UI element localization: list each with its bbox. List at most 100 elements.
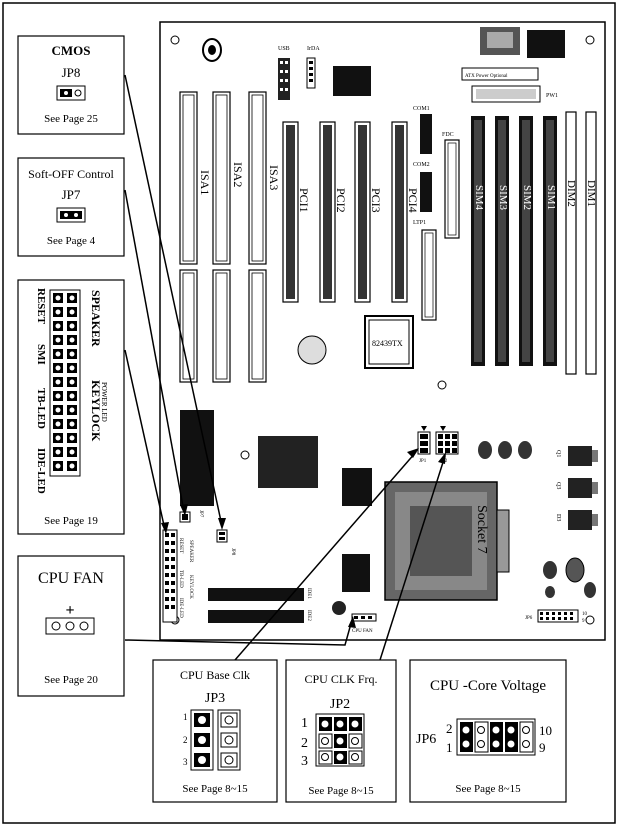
jp3-jumper-icon [190,709,241,771]
irda-header: IrDA [306,46,320,89]
cmos-callout: CMOS JP8 See Page 25 [17,35,125,135]
cpu-fan-board-label: CPU FAN [352,629,373,634]
jp6-num-9: 9 [582,619,585,624]
isa2-label: ISA2 [231,162,245,187]
panel-smi: SMI [35,344,47,365]
cpufan-title: CPU FAN [38,570,104,587]
jp6-board-label: JP6 [525,616,533,621]
jp1-jp2-jumpers: JP1 JP2 [417,426,459,464]
isa3-label: ISA3 [267,165,281,190]
mini-reset: RESET [178,538,183,553]
cmos-title: CMOS [52,43,91,58]
cpuclk-page: See Page 8~15 [182,783,248,795]
voltage-pin-1: 1 [446,740,453,755]
sim3-label: SIM3 [497,185,509,211]
ltp1-label: LTP1 [413,220,426,226]
jp6-board: JP6 10 9 [525,609,588,624]
cpuclk-pin-2: 2 [183,735,188,745]
pci-slots: PCI1 PCI2 PCI3 PCI4 [282,121,420,303]
pw-label: PW1 [546,93,558,99]
sim2-label: SIM2 [521,185,533,210]
cpufan-plus: + [65,602,74,619]
ide-connectors: IDE1 IDE2 [208,588,346,623]
cpufan-page: See Page 20 [44,674,98,686]
capacitors [478,441,596,598]
mini-ideled: IDE-LED [178,598,183,618]
softoff-callout: Soft-OFF Control JP7 See Page 4 [17,157,125,257]
panel-ideled: IDE-LED [35,448,47,494]
voltage-pin-10: 10 [539,723,552,738]
irda-label: IrDA [307,46,320,52]
dim1-label: DIM1 [585,180,597,207]
cpufrq-jumper: JP2 [330,697,350,712]
cpufrq-page: See Page 8~15 [308,785,374,797]
cpufrq-callout: CPU CLK Frq. JP2 1 2 3 See Page 8~15 [285,659,397,803]
panel-reset: RESET [35,288,47,325]
atx-power-area: ATX Power Optional PW1 [461,27,565,103]
cmos-page: See Page 25 [44,113,98,125]
pci1-label: PCI1 [297,188,311,213]
cpu-fan-connector-icon [45,617,95,635]
ide1-label: IDE1 [306,588,311,599]
com1-label: COM1 [413,106,430,112]
dim2-label: DIM2 [565,180,577,207]
panel-callout: RESET SMI TB-LED IDE-LED [17,279,125,535]
io-connectors: COM1 FDC COM2 LTP1 [413,106,460,321]
cpufrq-pin-1: 1 [301,716,308,731]
cpuclk-jumper: JP3 [205,691,225,706]
chipset: 82439TX [297,315,414,369]
voltage-title: CPU -Core Voltage [430,678,546,694]
softoff-jumper: JP7 [62,187,81,202]
cpufrq-pin-2: 2 [301,736,308,751]
pci3-label: PCI3 [369,188,383,213]
jp8-board-label: JP8 [230,548,235,556]
io-chip [333,66,371,96]
jp1-label: JP1 [419,459,427,464]
panel-page: See Page 19 [44,515,98,527]
panel-tbled: TB-LED [35,388,47,429]
ide2-label: IDE2 [306,610,311,621]
sim4-label: SIM4 [473,185,485,211]
atx-power-label: ATX Power Optional [465,74,508,79]
cpuclk-pin-3: 3 [183,757,188,767]
fdc-label: FDC [442,132,454,138]
cpuclk-callout: CPU Base Clk JP3 1 2 3 See Page 8~15 [152,659,278,803]
usb-header: USB [278,46,290,100]
pci2-label: PCI2 [334,188,348,213]
panel-keylock: KEYLOCK [89,380,103,442]
cpufrq-title: CPU CLK Frq. [304,672,377,686]
voltage-pin-9: 9 [539,740,546,755]
callout-arrows [124,74,446,661]
isa-slots: ISA1 ISA2 ISA3 [179,91,281,383]
voltage-callout: CPU -Core Voltage JP6 2 1 10 9 See Page … [409,659,567,803]
softoff-page: See Page 4 [47,235,96,247]
memory-slots: SIM4 SIM3 SIM2 SIM1 DIM2 DIM1 [471,111,597,375]
jp6-num-10: 10 [582,612,588,617]
voltage-page: See Page 8~15 [455,783,521,795]
q1-label: Q1 [555,450,561,457]
cpuclk-title: CPU Base Clk [180,668,250,682]
jp7-board-label: JP7 [198,510,203,518]
cpufan-callout: CPU FAN + See Page 20 [17,555,125,697]
chipset-label: 82439TX [372,339,403,348]
cmos-jumper: JP8 [62,65,81,80]
jp2-jumper-icon [315,713,365,767]
bios-chip [342,468,372,506]
clock-chip [342,554,370,592]
sim1-label: SIM1 [545,185,557,210]
isa1-label: ISA1 [198,170,212,195]
d3-label: D3 [555,514,561,521]
cpu-fan-board: CPU FAN [351,613,377,634]
voltage-jumper: JP6 [416,732,436,747]
voltage-pin-2: 2 [446,721,453,736]
mini-speaker: SPEAKER [188,540,193,563]
panel-speaker: SPEAKER [89,290,103,347]
socket7: Socket 7 [384,481,510,601]
mini-tbled: TB-LED [178,570,183,588]
cpufrq-pin-3: 3 [301,754,308,769]
socket7-label: Socket 7 [474,505,489,554]
cpuclk-pin-1: 1 [183,712,188,722]
isa-bridge-chip [180,410,214,506]
